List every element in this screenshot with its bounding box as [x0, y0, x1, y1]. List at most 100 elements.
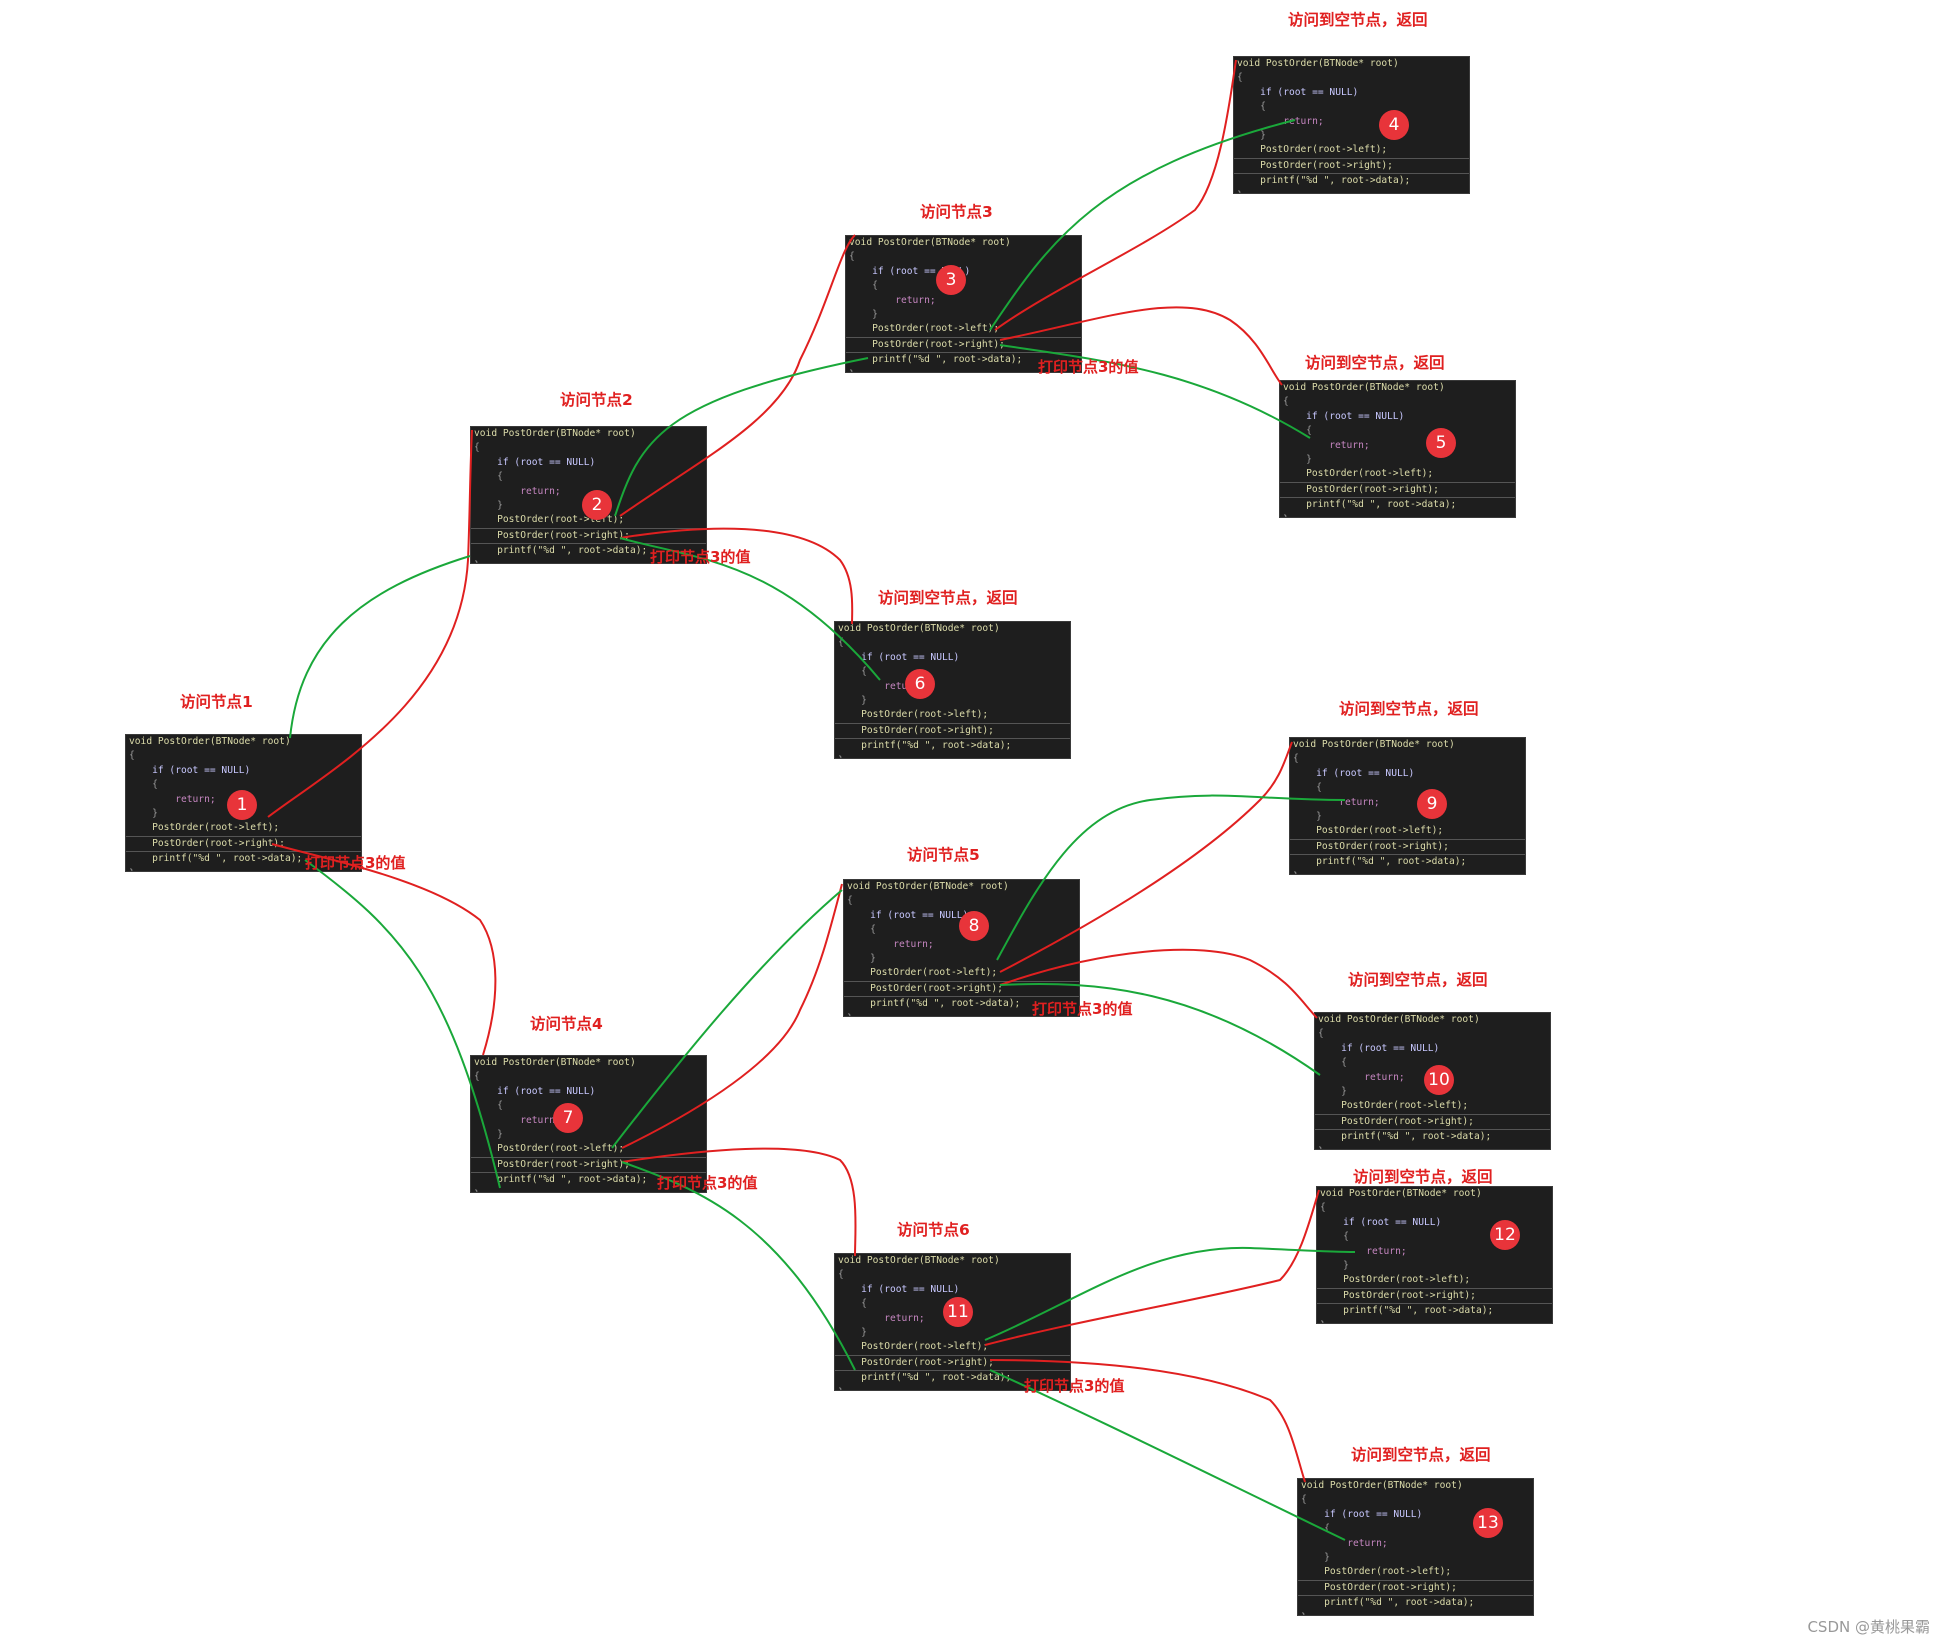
- step-title-9: 访问到空节点，返回: [1339, 700, 1479, 718]
- code-line: }: [1318, 1085, 1347, 1097]
- code-snippet-box-10: void PostOrder(BTNode* root){ if (root =…: [1314, 1012, 1551, 1150]
- code-snippet-box-13: void PostOrder(BTNode* root){ if (root =…: [1297, 1478, 1534, 1616]
- code-line: return;: [474, 1114, 561, 1126]
- code-line: return;: [849, 294, 936, 306]
- code-line: return;: [1293, 796, 1380, 808]
- code-line: }: [1301, 1551, 1330, 1563]
- code-line: return;: [1237, 115, 1324, 127]
- code-line: void PostOrder(BTNode* root): [847, 881, 1009, 892]
- code-line: PostOrder(root->right);: [835, 1356, 1070, 1372]
- code-snippet-box-8: void PostOrder(BTNode* root){ if (root =…: [843, 879, 1080, 1017]
- print-value-label: 打印节点3的值: [650, 548, 751, 566]
- code-line: printf("%d ", root->data);: [838, 740, 1012, 752]
- step-title-6: 访问到空节点，返回: [878, 589, 1018, 607]
- code-line: {: [129, 779, 158, 791]
- code-snippet-box-6: void PostOrder(BTNode* root){ if (root =…: [834, 621, 1071, 759]
- code-line: PostOrder(root->left);: [835, 708, 1070, 724]
- code-line: PostOrder(root->right);: [471, 1158, 706, 1174]
- code-line: printf("%d ", root->data);: [1320, 1305, 1494, 1317]
- code-line: return;: [1301, 1537, 1388, 1549]
- code-line: {: [1320, 1231, 1349, 1243]
- print-value-label: 打印节点3的值: [657, 1174, 758, 1192]
- step-number-badge: 6: [905, 669, 935, 699]
- code-line: return;: [129, 793, 216, 805]
- code-line: return;: [1283, 439, 1370, 451]
- code-line: if (root == NULL): [474, 1085, 596, 1097]
- watermark: CSDN @黄桃果霸: [1807, 1618, 1930, 1636]
- code-line: printf("%d ", root->data);: [474, 1174, 648, 1186]
- code-line: printf("%d ", root->data);: [847, 998, 1021, 1010]
- code-line: PostOrder(root->left);: [835, 1340, 1070, 1356]
- code-line: }: [1317, 1319, 1552, 1323]
- step-title-4: 访问到空节点，返回: [1288, 11, 1428, 29]
- code-line: }: [844, 1012, 1079, 1016]
- code-line: {: [1283, 425, 1312, 437]
- step-title-2: 访问节点2: [560, 391, 633, 409]
- code-line: if (root == NULL): [847, 909, 969, 921]
- code-line: }: [849, 308, 878, 320]
- code-line: if (root == NULL): [838, 651, 960, 663]
- step-number-badge: 10: [1424, 1065, 1454, 1095]
- code-line: {: [849, 280, 878, 292]
- step-number-badge: 12: [1490, 1220, 1520, 1250]
- step-number-badge: 2: [582, 490, 612, 520]
- code-line: return;: [838, 680, 925, 692]
- code-line: }: [126, 867, 361, 871]
- code-line: if (root == NULL): [474, 456, 596, 468]
- code-line: {: [474, 1071, 480, 1083]
- code-line: }: [1234, 189, 1469, 193]
- code-line: PostOrder(root->right);: [844, 982, 1079, 998]
- code-line: PostOrder(root->left);: [471, 513, 706, 529]
- code-line: return;: [474, 485, 561, 497]
- code-line: PostOrder(root->right);: [126, 837, 361, 853]
- step-title-1: 访问节点1: [180, 693, 253, 711]
- code-line: printf("%d ", root->data);: [474, 545, 648, 557]
- code-line: {: [129, 750, 135, 762]
- code-line: void PostOrder(BTNode* root): [1320, 1188, 1482, 1199]
- code-line: {: [1318, 1057, 1347, 1069]
- code-line: }: [471, 1188, 706, 1192]
- step-title-13: 访问到空节点，返回: [1351, 1446, 1491, 1464]
- code-line: {: [1320, 1202, 1326, 1214]
- code-line: }: [1315, 1145, 1550, 1149]
- code-line: PostOrder(root->left);: [1234, 143, 1469, 159]
- code-line: printf("%d ", root->data);: [838, 1372, 1012, 1384]
- code-line: PostOrder(root->left);: [126, 821, 361, 837]
- code-line: PostOrder(root->right);: [835, 724, 1070, 740]
- step-number-badge: 8: [959, 911, 989, 941]
- step-title-7: 访问节点4: [530, 1015, 603, 1033]
- code-snippet-box-4: void PostOrder(BTNode* root) { if (root =…: [1233, 56, 1470, 194]
- code-line: void PostOrder(BTNode* root): [1237, 58, 1399, 69]
- code-line: if (root == NULL): [1237, 86, 1359, 98]
- code-line: }: [471, 559, 706, 563]
- code-snippet-box-12: void PostOrder(BTNode* root){ if (root =…: [1316, 1186, 1553, 1324]
- code-line: {: [474, 442, 480, 454]
- code-line: PostOrder(root->left);: [1280, 467, 1515, 483]
- code-line: }: [1290, 870, 1525, 874]
- print-value-label: 打印节点3的值: [1024, 1377, 1125, 1395]
- code-line: void PostOrder(BTNode* root): [1318, 1014, 1480, 1025]
- code-line: PostOrder(root->right);: [1280, 483, 1515, 499]
- code-line: }: [847, 952, 876, 964]
- code-line: }: [474, 499, 503, 511]
- code-line: void PostOrder(BTNode* root): [849, 237, 1011, 248]
- print-value-label: 打印节点3的值: [1032, 1000, 1133, 1018]
- step-title-11: 访问节点6: [897, 1221, 970, 1239]
- code-line: PostOrder(root->left);: [471, 1142, 706, 1158]
- code-line: {: [1293, 782, 1322, 794]
- return-arrow-line: [621, 1161, 856, 1371]
- code-line: printf("%d ", root->data);: [129, 853, 303, 865]
- code-line: if (root == NULL): [129, 764, 251, 776]
- code-line: PostOrder(root->right);: [1290, 840, 1525, 856]
- code-line: PostOrder(root->left);: [1290, 824, 1525, 840]
- code-line: }: [838, 694, 867, 706]
- code-line: printf("%d ", root->data);: [1318, 1131, 1492, 1143]
- code-line: {: [1237, 72, 1243, 84]
- code-line: return;: [1318, 1071, 1405, 1083]
- code-line: }: [1280, 513, 1515, 517]
- code-line: {: [838, 1298, 867, 1310]
- code-line: void PostOrder(BTNode* root): [1283, 382, 1445, 393]
- step-title-5: 访问到空节点，返回: [1305, 354, 1445, 372]
- code-line: PostOrder(root->left);: [1315, 1099, 1550, 1115]
- code-line: return;: [1320, 1245, 1407, 1257]
